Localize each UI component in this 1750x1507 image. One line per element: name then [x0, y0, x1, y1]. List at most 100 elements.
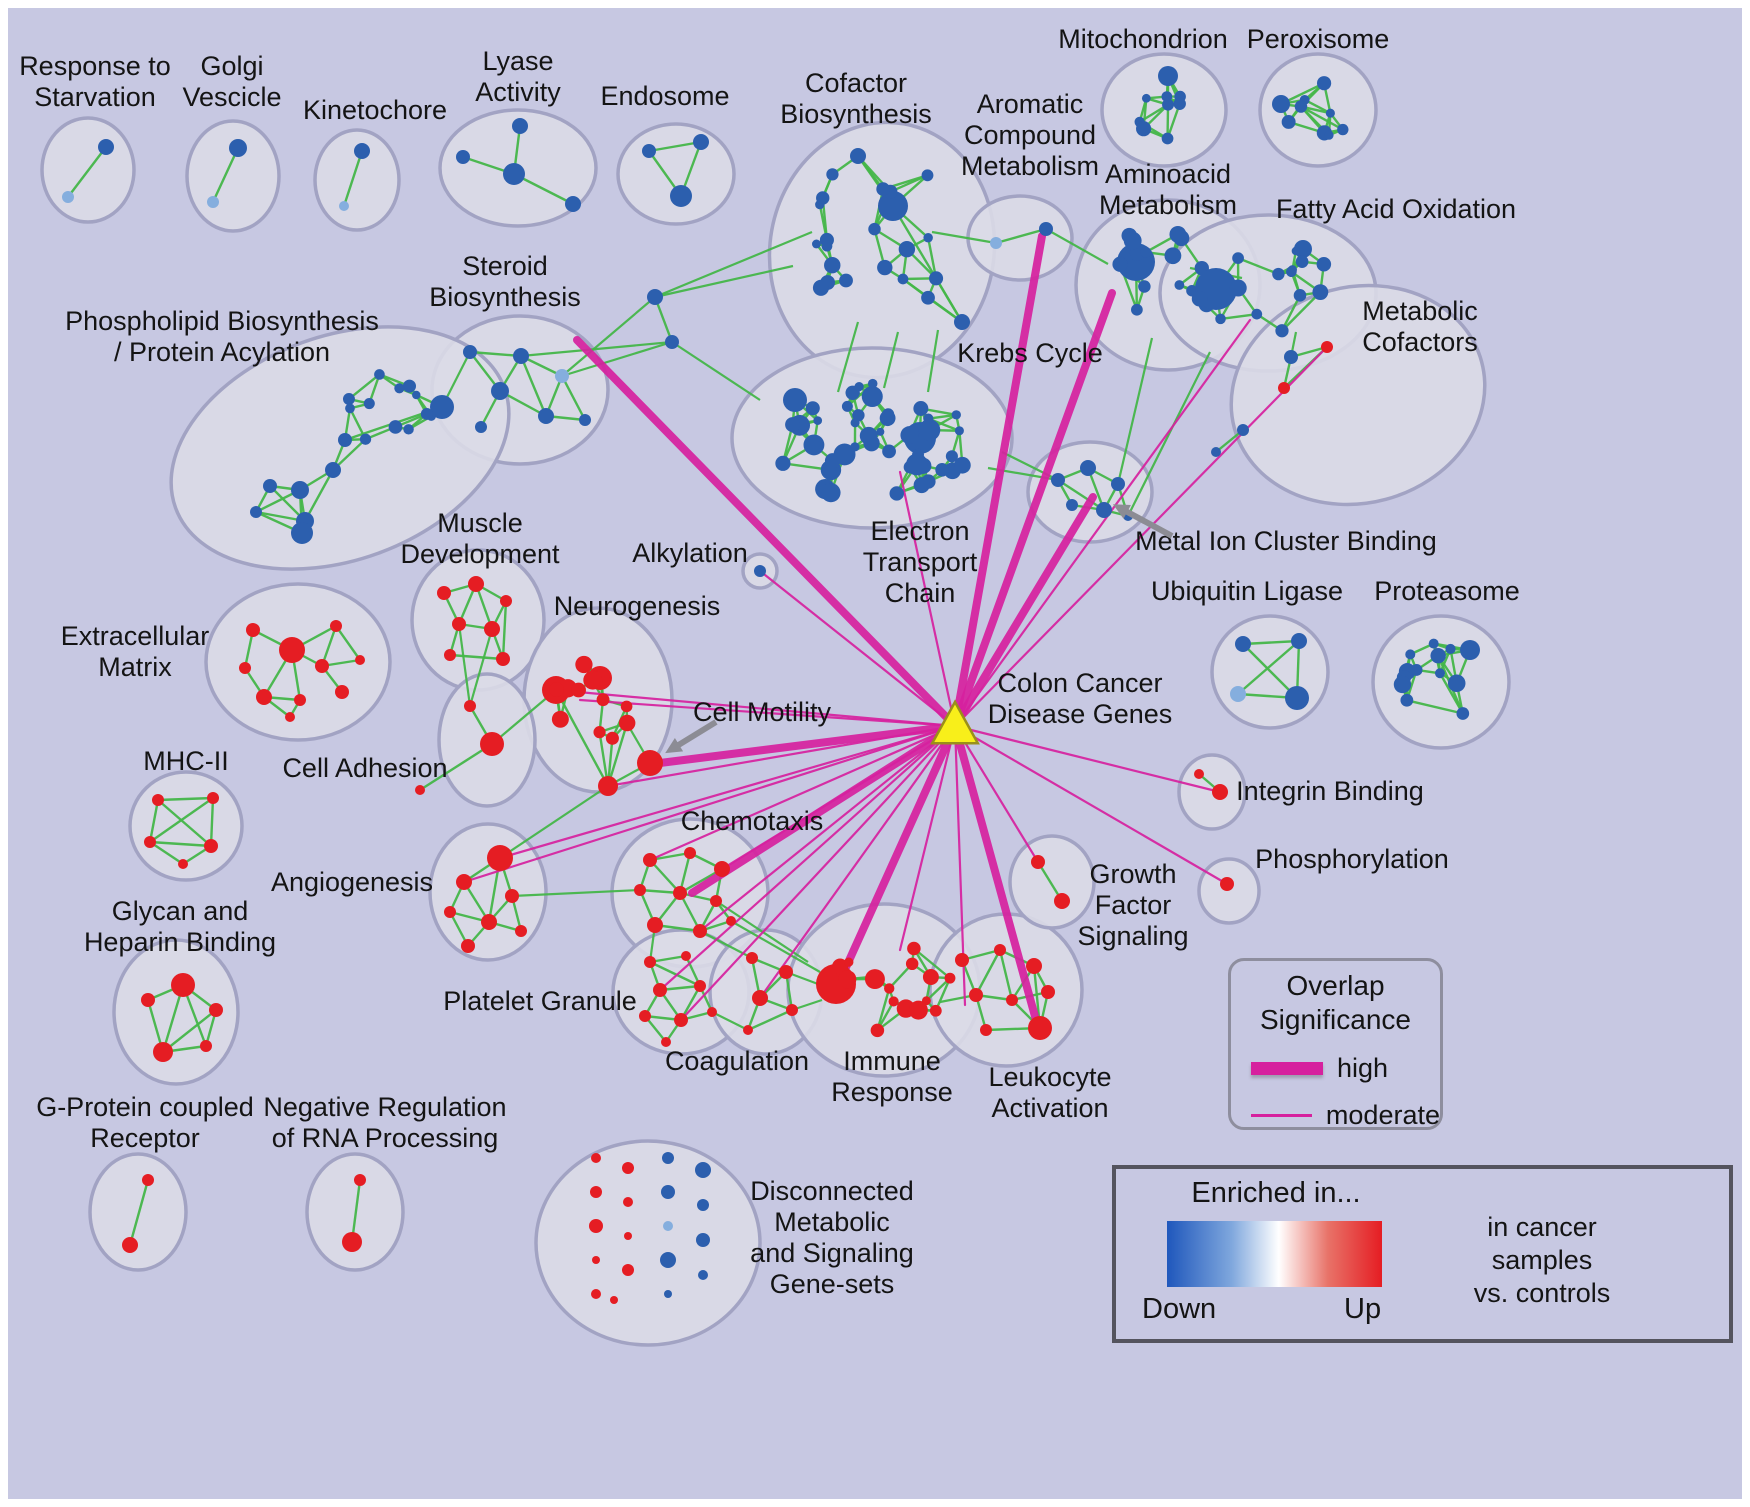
cluster-ellipse-growth-factor-signaling [1008, 834, 1096, 930]
network-node [888, 996, 899, 1007]
cluster-label-kinetochore: Kinetochore [303, 95, 447, 125]
network-node [345, 403, 355, 414]
network-edge [1300, 105, 1344, 131]
network-node [752, 990, 768, 1006]
network-node [1456, 707, 1470, 720]
network-node [850, 148, 866, 164]
network-node [921, 290, 935, 305]
network-node [900, 426, 919, 445]
network-node [461, 939, 475, 953]
network-edge [209, 797, 215, 847]
network-node [330, 620, 342, 632]
network-node [922, 969, 939, 985]
network-edge [679, 867, 723, 895]
network-node [412, 390, 421, 400]
network-node [605, 731, 619, 745]
network-edge [157, 799, 212, 847]
network-edge [1281, 291, 1322, 332]
network-edge [649, 954, 687, 964]
network-node [153, 1042, 173, 1062]
network-edge [649, 859, 681, 894]
cluster-label-neurogenesis: Neurogenesis [554, 591, 721, 621]
network-node [141, 993, 155, 1007]
network-edge [606, 722, 629, 787]
network-node [660, 1252, 676, 1268]
network-edge [303, 469, 335, 522]
inter-cluster-edge [711, 1011, 749, 1031]
network-node [593, 726, 606, 739]
network-node [98, 139, 114, 155]
network-edge [998, 949, 1014, 1001]
network-node [923, 413, 934, 424]
network-node [954, 426, 964, 436]
inter-cluster-edge [882, 331, 900, 389]
significance-edge-moderate [953, 724, 1222, 794]
network-node [1405, 649, 1416, 660]
significance-edge-moderate [606, 724, 957, 788]
network-edge [649, 960, 701, 988]
network-node [1220, 877, 1234, 891]
network-node [491, 382, 509, 400]
inter-cluster-edge [671, 341, 761, 401]
network-node [954, 456, 971, 474]
network-node [464, 700, 476, 712]
network-edge [149, 797, 214, 843]
cluster-label-coagulation: Coagulation [665, 1046, 809, 1076]
overlap-significance-legend: Overlap Significance high moderate [1228, 958, 1443, 1130]
network-node [209, 1003, 223, 1017]
network-node [496, 652, 510, 666]
significance-high-row: high [1251, 1053, 1440, 1084]
network-node [684, 847, 696, 859]
layer-nodes [62, 66, 1480, 1304]
network-node [144, 836, 156, 848]
pointer-arrowhead-0 [1112, 504, 1131, 519]
network-node [1136, 121, 1152, 137]
network-node [1251, 308, 1263, 320]
significance-edge-moderate [498, 724, 957, 860]
network-node [204, 839, 218, 853]
network-node [839, 273, 853, 288]
network-node [1284, 350, 1298, 364]
inter-cluster-edge [457, 623, 472, 707]
cluster-label-integrin-binding: Integrin Binding [1236, 776, 1424, 806]
network-node [929, 271, 944, 286]
network-node [122, 1237, 138, 1253]
overlap-title-line2: Significance [1260, 1004, 1411, 1035]
network-node [775, 455, 791, 471]
cluster-ellipse-leukocyte-activation [928, 912, 1084, 1068]
network-edge [348, 407, 367, 440]
network-node [665, 335, 679, 349]
significance-edge-high [834, 722, 959, 989]
network-node [610, 1296, 618, 1304]
network-edge [648, 140, 702, 153]
significance-edge-high [573, 336, 959, 730]
network-edge [1220, 312, 1257, 321]
network-node [714, 861, 730, 877]
network-node [906, 453, 928, 476]
network-edge [653, 296, 674, 343]
network-node [694, 980, 706, 992]
network-node [246, 623, 260, 637]
cluster-label-ubiquitin-ligase: Ubiquitin Ligase [1151, 576, 1343, 606]
network-node [812, 239, 821, 249]
krebs-cycle-label: Krebs Cycle [957, 338, 1103, 368]
significance-edge-high [951, 289, 1116, 730]
inter-cluster-edge [654, 230, 813, 299]
significance-edge-moderate [578, 698, 957, 728]
network-node [854, 381, 864, 392]
network-node [1445, 643, 1456, 655]
network-node [661, 1037, 671, 1047]
significance-edge-moderate [953, 724, 1040, 864]
network-node [1286, 266, 1297, 278]
network-node [634, 884, 646, 896]
network-node [1230, 686, 1246, 702]
network-edge [149, 840, 212, 848]
network-edge [157, 796, 214, 802]
